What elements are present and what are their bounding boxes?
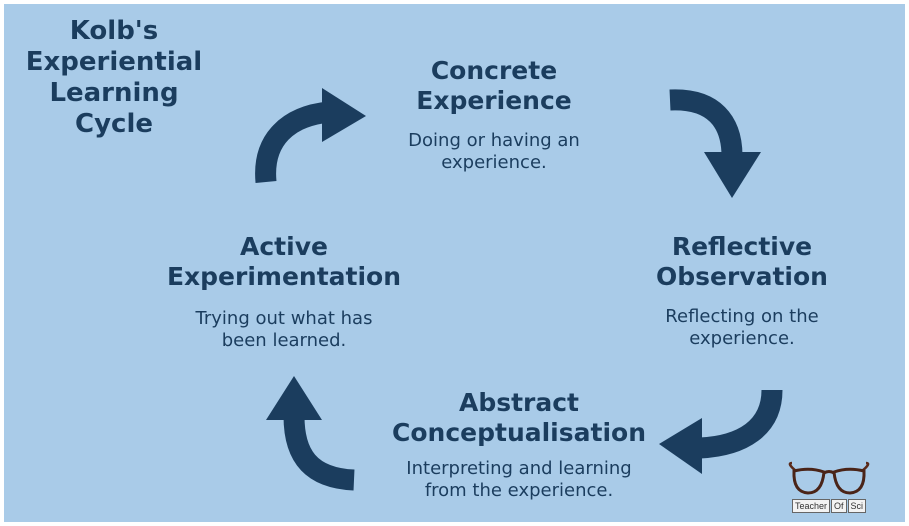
stage-concrete-experience: Concrete Experience Doing or having an e…	[374, 56, 614, 174]
kolb-cycle-diagram: Kolb's Experiential Learning Cycle Concr…	[4, 4, 905, 522]
stage-description-line: Doing or having an	[408, 130, 580, 151]
stage-description: Interpreting and learning from the exper…	[359, 458, 679, 502]
stage-heading-line: Experience	[416, 86, 572, 115]
stage-heading: Active Experimentation	[149, 232, 419, 292]
logo-text-part: Teacher	[791, 499, 830, 513]
logo-wordmark: Teacher Of Sci	[784, 499, 874, 513]
stage-description-line: Trying out what has	[195, 308, 373, 329]
stage-heading-line: Experimentation	[166, 262, 402, 291]
stage-active-experimentation: Active Experimentation Trying out what h…	[149, 232, 419, 352]
stage-description-line: been learned.	[221, 330, 347, 351]
title-line: Cycle	[75, 109, 153, 139]
logo-text-part: Sci	[847, 499, 867, 513]
title-line: Kolb's	[69, 16, 159, 46]
curved-arrow-icon	[659, 389, 783, 474]
stage-heading-line: Concrete	[430, 56, 558, 85]
teacher-of-sci-logo: Teacher Of Sci	[784, 459, 874, 519]
stage-heading-line: Abstract	[458, 388, 580, 417]
stage-heading-line: Observation	[656, 262, 828, 291]
curved-arrow-icon	[255, 88, 366, 183]
stage-description-line: experience.	[689, 328, 795, 349]
stage-description-line: experience.	[441, 152, 547, 173]
glasses-icon	[788, 461, 870, 495]
stage-heading-line: Reflective	[671, 232, 813, 261]
stage-heading-line: Conceptualisation	[392, 418, 646, 447]
stage-description: Trying out what has been learned.	[149, 308, 419, 352]
stage-description-line: Reflecting on the	[665, 306, 819, 327]
logo-text-part: Of	[831, 499, 847, 513]
diagram-title: Kolb's Experiential Learning Cycle	[14, 16, 214, 140]
curved-arrow-icon	[669, 89, 761, 198]
stage-description: Doing or having an experience.	[374, 130, 614, 174]
title-line: Learning	[49, 78, 179, 108]
stage-heading: Abstract Conceptualisation	[359, 388, 679, 448]
stage-description: Reflecting on the experience.	[612, 306, 872, 350]
stage-description-line: Interpreting and learning	[406, 458, 632, 479]
stage-heading: Reflective Observation	[612, 232, 872, 292]
stage-reflective-observation: Reflective Observation Reflecting on the…	[612, 232, 872, 350]
stage-heading-line: Active	[240, 232, 328, 261]
title-line: Experiential	[25, 47, 203, 77]
stage-abstract-conceptualisation: Abstract Conceptualisation Interpreting …	[359, 388, 679, 502]
curved-arrow-icon	[266, 376, 355, 491]
cycle-arrows	[255, 88, 783, 491]
stage-heading: Concrete Experience	[374, 56, 614, 116]
stage-description-line: from the experience.	[424, 480, 614, 501]
